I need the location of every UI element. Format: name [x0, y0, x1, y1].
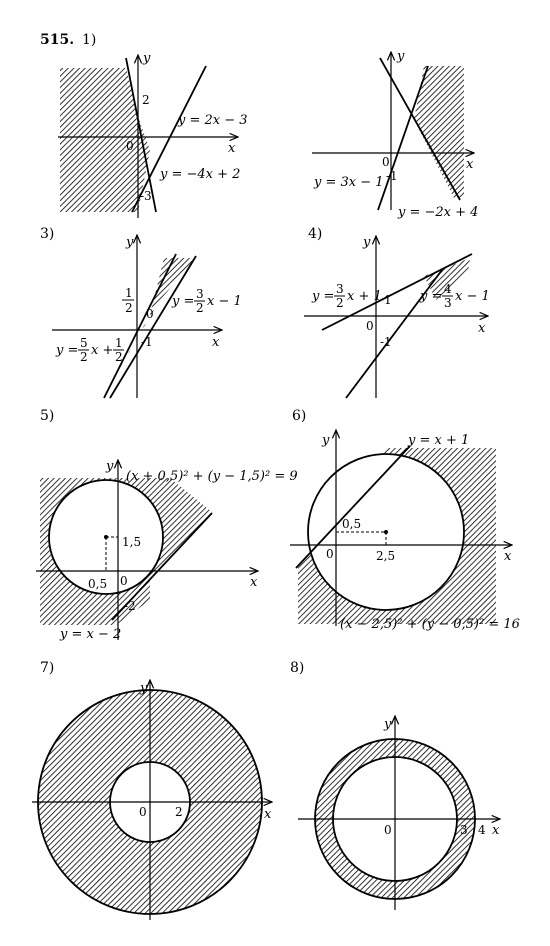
line-b-label: y = −2x + 4	[397, 205, 478, 220]
panel-3: 3) y x 0 1 2 -1 y = 3 2 x − 1 y = 5 2 x …	[40, 226, 242, 399]
x-axis-label: x	[492, 823, 500, 838]
part-5-label: 5)	[40, 408, 54, 424]
half-denominator: 2	[125, 301, 133, 315]
y-axis-label: y	[396, 49, 405, 64]
part-8-label: 8)	[290, 660, 304, 676]
part-3-label: 3)	[40, 226, 54, 242]
part-7-label: 7)	[40, 660, 54, 676]
tick-0-5: 0,5	[342, 517, 361, 531]
panel-4: 4) y x 0 1 -1 y = 3 2 x + 1 y = 4 3 x − …	[304, 226, 490, 399]
line-label: y = x − 2	[59, 627, 121, 642]
tick-2: 2	[175, 805, 183, 819]
line-a-label-post: x + 1	[347, 289, 382, 304]
origin-label: 0	[382, 155, 390, 169]
problem-number: 515.	[40, 32, 74, 48]
x-axis-label: x	[466, 157, 474, 172]
x-axis-label: x	[504, 549, 512, 564]
tick-minus-1: -1	[386, 169, 398, 183]
line-label: y = x + 1	[407, 433, 469, 448]
tick-0-5: 0,5	[88, 577, 107, 591]
line-a-den: 2	[336, 296, 344, 310]
line-b-label-pre: y =	[55, 343, 78, 358]
panel-1: y x 0 2 -3 y = 2x − 3 y = −4x + 2	[58, 51, 248, 218]
origin-label: 0	[326, 547, 334, 561]
origin-label: 0	[120, 574, 128, 588]
tick-1: 1	[384, 293, 392, 307]
origin-label: 0	[384, 823, 392, 837]
tick-minus-1: -1	[141, 335, 153, 349]
line-a-label: y = 2x − 3	[177, 113, 248, 128]
line-a-label: y = 3x − 1	[313, 175, 384, 190]
tick-1-5: 1,5	[122, 535, 141, 549]
tick-4: 4	[478, 823, 486, 837]
line-a-den: 2	[196, 301, 204, 315]
line-b	[125, 57, 157, 213]
line-a-num: 3	[196, 287, 204, 301]
shaded-region	[424, 258, 470, 300]
x-axis-label: x	[264, 807, 272, 822]
x-axis-label: x	[212, 335, 220, 350]
circle-label: (x − 2,5)² + (y − 0,5)² = 16	[340, 617, 520, 632]
line-b	[345, 269, 443, 399]
origin-label: 0	[146, 307, 154, 321]
y-axis-label: y	[142, 51, 151, 66]
line-a-label-post: x − 1	[207, 294, 242, 309]
line-b	[379, 57, 461, 201]
line-a	[377, 65, 429, 211]
x-axis-label: x	[478, 321, 486, 336]
shaded-region	[414, 66, 464, 198]
y-axis-label: y	[383, 717, 392, 732]
tick-3: 3	[460, 823, 468, 837]
line-b-num: 5	[80, 336, 88, 350]
y-axis-label: y	[125, 235, 134, 250]
tick-minus-1: -1	[380, 335, 392, 349]
line-b-label-mid: x +	[91, 343, 113, 358]
line-a	[131, 65, 207, 213]
line-b-label-post: x − 1	[455, 289, 490, 304]
panel-7: 7) y x 0 2	[32, 660, 272, 920]
origin-label: 0	[126, 139, 134, 153]
x-axis-label: x	[250, 575, 258, 590]
line-a-num: 3	[336, 282, 344, 296]
line-a	[321, 253, 473, 331]
origin-label: 0	[366, 319, 374, 333]
line	[295, 445, 411, 569]
tick-2-5: 2,5	[376, 549, 395, 563]
line-b-den2: 2	[115, 350, 123, 364]
part-1-label: 1)	[82, 32, 96, 48]
line-b-label: y = −4x + 2	[159, 167, 240, 182]
line-b	[103, 253, 177, 399]
panel-2: y x 0 -1 y = 3x − 1 y = −2x + 4	[312, 49, 478, 220]
line-b-num: 4	[444, 282, 452, 296]
panel-5: 5) y x 0 1,5 0,5 -2 (x + 0,5)² + (y − 1,…	[36, 408, 298, 642]
tick-minus-2: -2	[124, 599, 136, 613]
line-b-num2: 1	[115, 336, 123, 350]
part-4-label: 4)	[308, 226, 322, 242]
circle-label: (x + 0,5)² + (y − 1,5)² = 9	[126, 469, 298, 484]
panel-6: 6) y x 0 0,5 2,5 y = x + 1 (x − 2,5)² + …	[290, 408, 520, 632]
y-axis-label: y	[139, 681, 148, 696]
tick-minus-3: -3	[140, 189, 152, 203]
y-axis-label: y	[362, 235, 371, 250]
part-6-label: 6)	[292, 408, 306, 424]
line-a-label-pre: y =	[171, 294, 194, 309]
origin-label: 0	[139, 805, 147, 819]
y-axis-label: y	[105, 459, 114, 474]
shaded-region	[60, 68, 150, 212]
x-axis-label: x	[228, 141, 236, 156]
line-b-den: 3	[444, 296, 452, 310]
line-a	[109, 255, 197, 399]
y-axis-label: y	[321, 433, 330, 448]
line-b-label-pre: y =	[419, 289, 442, 304]
half-numerator: 1	[125, 286, 133, 300]
line	[111, 512, 213, 621]
line-b-den: 2	[80, 350, 88, 364]
panel-8: 8) y x 0 3 4	[290, 660, 500, 910]
tick-2: 2	[142, 93, 150, 107]
line-a-label-pre: y =	[311, 289, 334, 304]
